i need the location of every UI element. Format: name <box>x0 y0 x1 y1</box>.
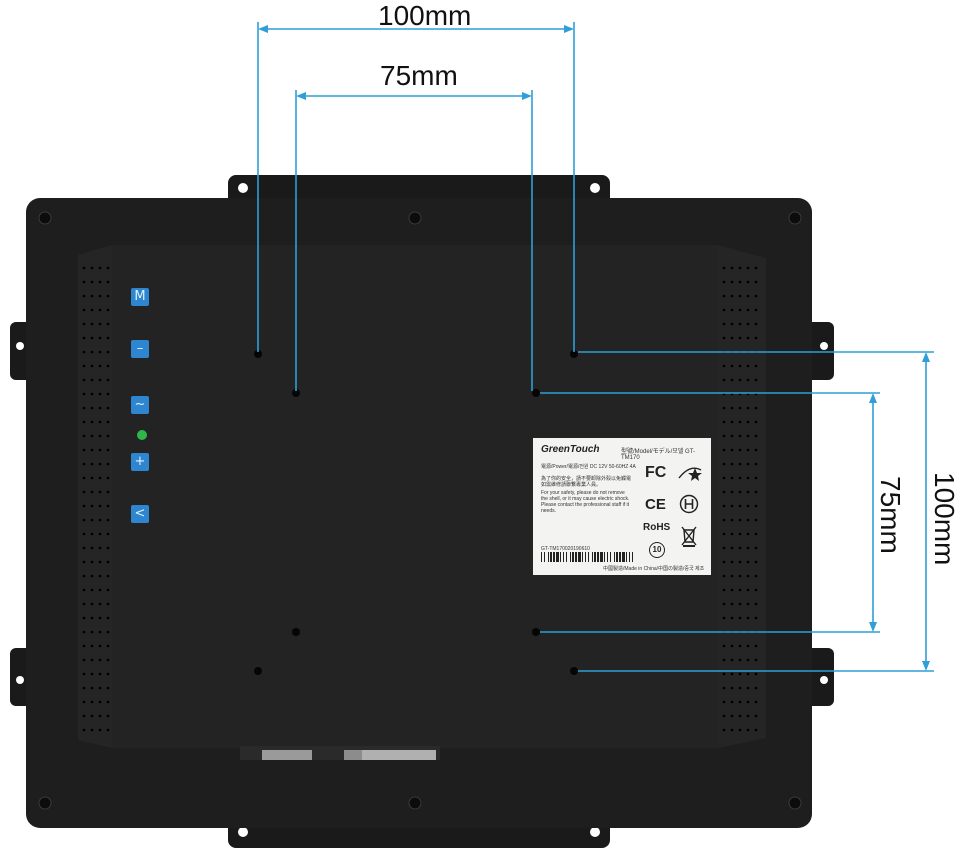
barcode <box>541 552 633 562</box>
vesa-holes <box>254 350 578 675</box>
power-spec: 電源/Power/電源/전원 DC 12V 50-60HZ 4A <box>541 464 636 470</box>
dimension-label-inner-vertical: 75mm <box>875 476 906 554</box>
back-button[interactable]: < <box>131 505 149 523</box>
warning-cn: 為了你的安全，請不要卸除外殼以免觸電 如需維修請聯繫專業人員。 <box>541 476 632 488</box>
dimension-label-outer: 100mm <box>378 0 472 31</box>
model-text: 型號/Model/モデル/모델 GT-TM170 <box>621 449 696 461</box>
h-circle-icon <box>679 494 699 514</box>
eco-10-mark: 10 <box>649 542 665 558</box>
serial-number: GT-TM170020190610 <box>541 546 590 552</box>
power-button[interactable]: ~ <box>131 396 149 414</box>
power-led <box>137 430 147 440</box>
product-label: GreenTouch 型號/Model/モデル/모델 GT-TM170 電源/P… <box>533 438 711 575</box>
brand-name: GreenTouch <box>541 444 600 455</box>
weee-bin-icon <box>681 526 697 547</box>
minus-button[interactable]: – <box>131 340 149 358</box>
origin-text: 中國製造/Made in China/中国の製造/중국 제조 <box>603 566 705 572</box>
fcc-mark: FC <box>645 464 667 481</box>
left-vent-panel <box>78 245 112 748</box>
dimension-label-outer-vertical: 100mm <box>929 472 960 566</box>
dimension-label-inner: 75mm <box>380 60 458 91</box>
dimension-lines <box>257 22 934 672</box>
warning-en: For your safety, please do not remove th… <box>541 490 630 514</box>
right-vent-panel <box>718 245 766 748</box>
plus-button[interactable]: + <box>131 453 149 471</box>
rohs-mark: RoHS <box>643 522 671 533</box>
menu-button[interactable]: M <box>131 288 149 306</box>
ce-mark: CE <box>645 496 666 513</box>
energy-star-icon <box>678 467 702 481</box>
io-connectors <box>240 746 440 760</box>
